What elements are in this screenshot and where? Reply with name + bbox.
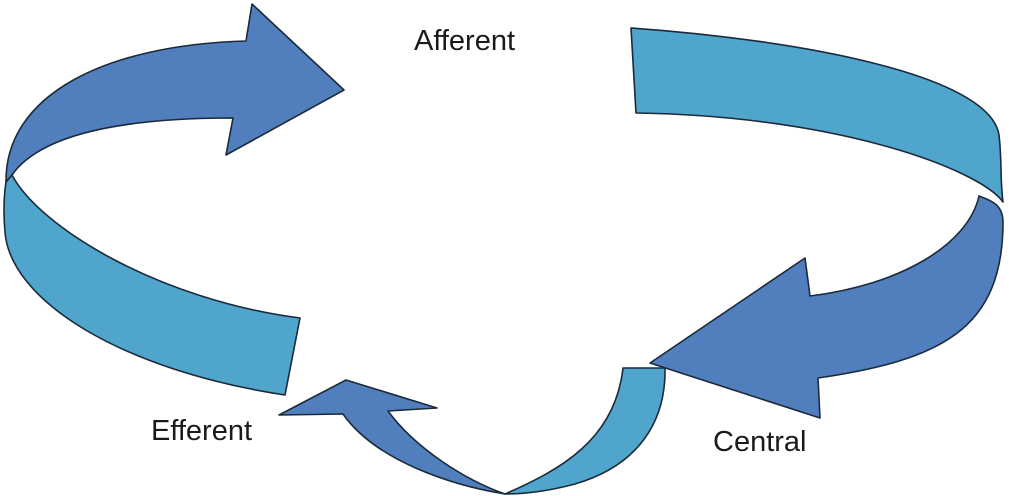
central-arrow-right [649, 195, 1004, 419]
efferent-label: Efferent [151, 415, 253, 447]
left-ribbon-lower [3, 174, 301, 396]
afferent-label: Afferent [414, 25, 516, 57]
afferent-arrow-left-upper [5, 3, 345, 183]
efferent-arrow-small [278, 379, 506, 495]
central-label: Central [713, 426, 807, 458]
right-ribbon-upper [630, 27, 1004, 203]
central-ribbon-small [504, 367, 666, 495]
